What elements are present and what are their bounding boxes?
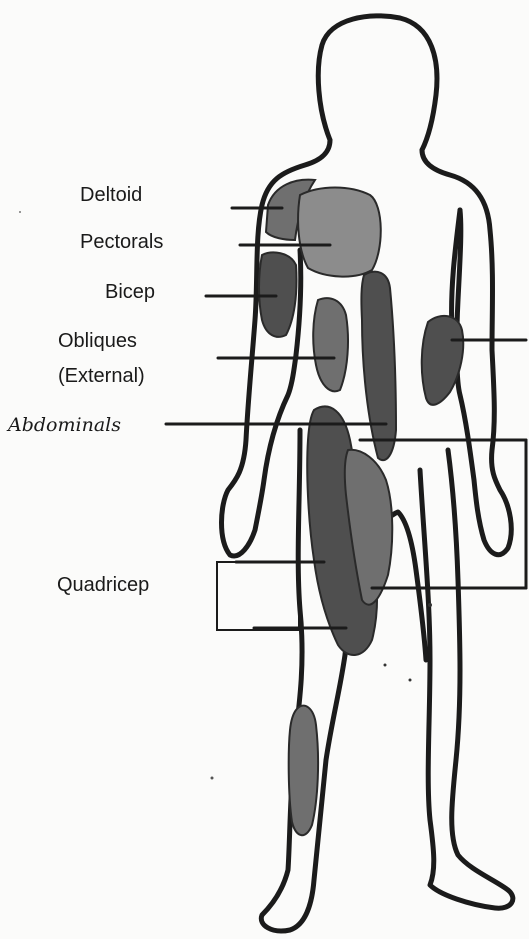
obliques-label-line2: (External) (58, 365, 145, 387)
abdominals-muscle (361, 272, 396, 460)
bicep-label: Bicep (105, 281, 155, 303)
right-leg-outline (420, 450, 513, 908)
obliques-muscle (313, 298, 348, 391)
head-outline (318, 16, 437, 150)
deltoid-label: Deltoid (80, 184, 142, 206)
labels: Deltoid Pectorals Bicep Obliques (Extern… (6, 184, 163, 596)
quadricep-label-box (217, 562, 299, 630)
speck (384, 664, 387, 667)
abdominals-label: Abdominals (6, 414, 121, 436)
pectorals-muscle (298, 188, 381, 277)
pectorals-label: Pectorals (80, 231, 163, 253)
quadricep-label: Quadricep (57, 574, 149, 596)
speck (211, 777, 214, 780)
speck (19, 211, 21, 213)
speck (428, 603, 432, 607)
muscles (259, 180, 463, 836)
obliques-label-line1: Obliques (58, 330, 137, 352)
speck (409, 679, 412, 682)
calf-muscle (289, 706, 318, 836)
